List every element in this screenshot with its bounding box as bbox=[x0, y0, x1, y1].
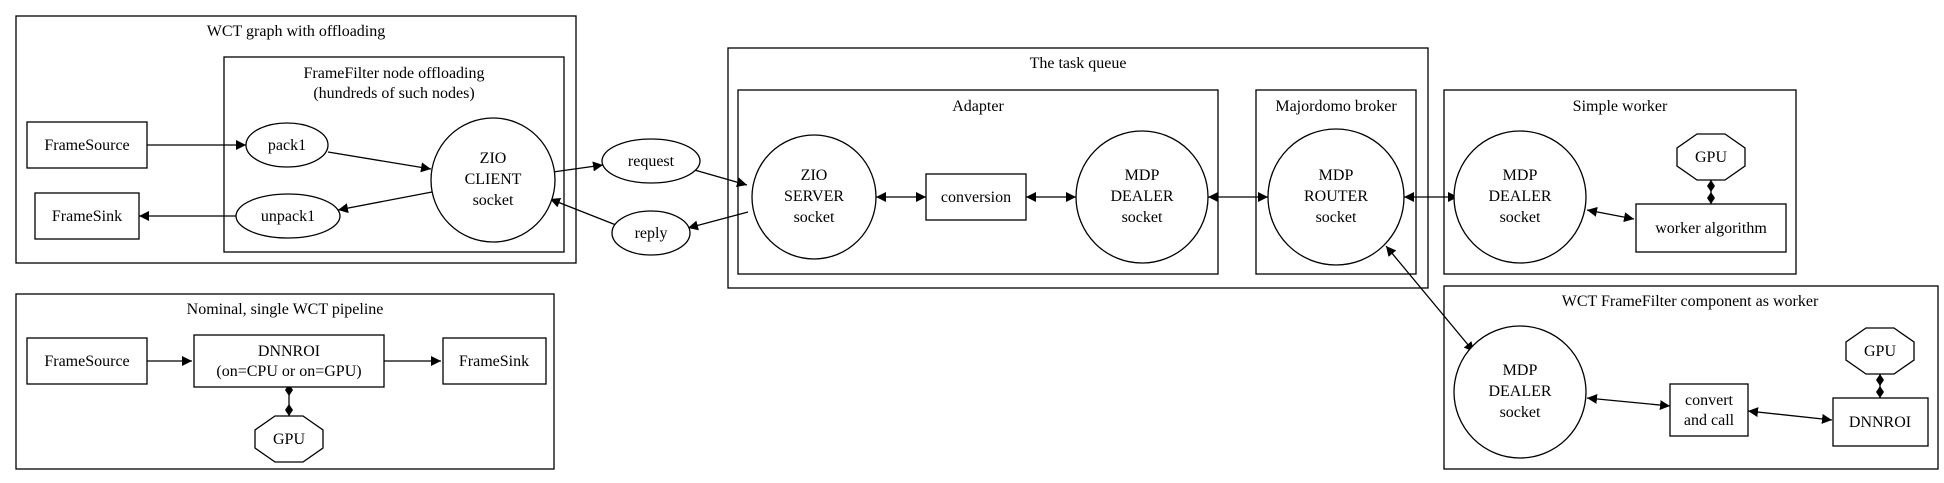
node-gpu-3: GPU bbox=[1845, 327, 1915, 375]
node-zio-client-line2: CLIENT bbox=[465, 171, 522, 188]
node-dnnroi-1-line2: (on=CPU or on=GPU) bbox=[216, 363, 361, 380]
cluster-wct-graph-title: WCT graph with offloading bbox=[207, 23, 386, 40]
node-framesource-1-label: FrameSource bbox=[44, 137, 129, 154]
node-gpu-1: GPU bbox=[254, 415, 324, 463]
node-mdp-router-line3: socket bbox=[1316, 209, 1357, 226]
node-convert-call-line1: convert bbox=[1685, 392, 1734, 409]
node-framesink-1-label: FrameSink bbox=[52, 208, 122, 225]
cluster-broker-title: Majordomo broker bbox=[1275, 98, 1397, 115]
node-pack1-label: pack1 bbox=[268, 137, 306, 154]
node-conversion-label: conversion bbox=[941, 189, 1011, 206]
node-framesource-1: FrameSource bbox=[26, 121, 148, 169]
node-dnnroi-2-label: DNNROI bbox=[1849, 414, 1911, 431]
cluster-wct-worker: WCT FrameFilter component as worker bbox=[1443, 285, 1939, 470]
node-mdp-dealer-wct-line2: DEALER bbox=[1488, 383, 1551, 400]
node-request: request bbox=[601, 138, 701, 184]
edge-zio-client-request bbox=[552, 161, 604, 173]
node-gpu-2: GPU bbox=[1676, 133, 1746, 181]
cluster-simple-worker-title: Simple worker bbox=[1573, 98, 1668, 115]
node-conversion: conversion bbox=[925, 173, 1027, 221]
node-mdp-dealer-wct: MDP DEALER socket bbox=[1453, 325, 1587, 459]
node-mdp-router-line2: ROUTER bbox=[1304, 188, 1368, 205]
cluster-nominal-pipeline: Nominal, single WCT pipeline bbox=[15, 293, 555, 470]
node-zio-client-line3: socket bbox=[473, 192, 514, 209]
edge-router-wct-dealer bbox=[1385, 245, 1475, 353]
node-mdp-dealer-adapter: MDP DEALER socket bbox=[1075, 130, 1209, 264]
edge-simple-dealer-worker bbox=[1586, 206, 1635, 223]
node-zio-server-line3: socket bbox=[794, 209, 835, 226]
edge-convert-dnnroi bbox=[1747, 407, 1833, 424]
node-convert-call-line2: and call bbox=[1684, 412, 1735, 429]
node-zio-client: ZIO CLIENT socket bbox=[430, 117, 556, 243]
node-framesink-2: FrameSink bbox=[442, 337, 547, 385]
cluster-framefilter-node-title-line1: FrameFilter node offloading bbox=[304, 65, 485, 82]
node-gpu-3-label: GPU bbox=[1864, 343, 1896, 360]
node-framesource-2-label: FrameSource bbox=[44, 353, 129, 370]
node-convert-call: convert and call bbox=[1669, 383, 1749, 437]
node-framesink-1: FrameSink bbox=[34, 192, 140, 240]
edge-reply-zio-client bbox=[549, 198, 617, 226]
node-zio-server: ZIO SERVER socket bbox=[751, 134, 877, 260]
cluster-adapter-title: Adapter bbox=[952, 98, 1004, 115]
node-reply: reply bbox=[611, 210, 691, 256]
node-mdp-dealer-simple-line3: socket bbox=[1500, 209, 1541, 226]
node-mdp-dealer-simple-line1: MDP bbox=[1503, 167, 1538, 184]
cluster-framefilter-node: FrameFilter node offloading (hundreds of… bbox=[223, 56, 565, 253]
node-gpu-2-label: GPU bbox=[1695, 149, 1727, 166]
node-mdp-dealer-wct-line3: socket bbox=[1500, 404, 1541, 421]
cluster-broker: Majordomo broker bbox=[1255, 89, 1417, 275]
node-unpack1: unpack1 bbox=[235, 193, 341, 239]
node-reply-label: reply bbox=[635, 225, 668, 242]
cluster-task-queue-title: The task queue bbox=[1030, 55, 1127, 72]
node-dnnroi-2: DNNROI bbox=[1832, 397, 1929, 447]
cluster-wct-worker-title: WCT FrameFilter component as worker bbox=[1562, 293, 1819, 310]
cluster-task-queue: The task queue bbox=[727, 47, 1429, 289]
cluster-nominal-title: Nominal, single WCT pipeline bbox=[187, 301, 384, 318]
node-mdp-dealer-wct-line1: MDP bbox=[1503, 362, 1538, 379]
node-worker-algorithm: worker algorithm bbox=[1635, 203, 1787, 253]
edge-request-zio-server bbox=[690, 168, 748, 188]
node-pack1: pack1 bbox=[245, 122, 329, 168]
node-worker-algorithm-label: worker algorithm bbox=[1655, 220, 1767, 237]
node-unpack1-label: unpack1 bbox=[261, 208, 315, 225]
edge-wct-dealer-convert bbox=[1586, 393, 1671, 411]
node-zio-server-line1: ZIO bbox=[801, 167, 828, 184]
node-mdp-router-line1: MDP bbox=[1319, 167, 1354, 184]
node-framesink-2-label: FrameSink bbox=[459, 353, 529, 370]
cluster-simple-worker: Simple worker bbox=[1443, 89, 1797, 275]
cluster-framefilter-node-title-line2: (hundreds of such nodes) bbox=[313, 85, 474, 102]
node-zio-client-line1: ZIO bbox=[480, 150, 507, 167]
node-dnnroi-1-line1: DNNROI bbox=[258, 343, 320, 360]
node-mdp-router: MDP ROUTER socket bbox=[1267, 128, 1405, 266]
node-dnnroi-1: DNNROI (on=CPU or on=GPU) bbox=[193, 334, 385, 388]
node-zio-server-line2: SERVER bbox=[784, 188, 844, 205]
cluster-wct-graph: WCT graph with offloading bbox=[15, 15, 577, 264]
edge-zio-client-unpack1 bbox=[337, 191, 433, 214]
node-mdp-dealer-adapter-line2: DEALER bbox=[1110, 188, 1173, 205]
node-mdp-dealer-simple-line2: DEALER bbox=[1488, 188, 1551, 205]
node-mdp-dealer-adapter-line1: MDP bbox=[1125, 167, 1160, 184]
node-request-label: request bbox=[628, 153, 675, 170]
node-gpu-1-label: GPU bbox=[273, 431, 305, 448]
node-framesource-2: FrameSource bbox=[26, 337, 148, 385]
edge-pack1-zio-client bbox=[327, 151, 432, 173]
node-mdp-dealer-simple: MDP DEALER socket bbox=[1453, 130, 1587, 264]
node-mdp-dealer-adapter-line3: socket bbox=[1122, 209, 1163, 226]
edge-zio-server-reply bbox=[687, 211, 749, 231]
edges bbox=[139, 140, 1884, 424]
